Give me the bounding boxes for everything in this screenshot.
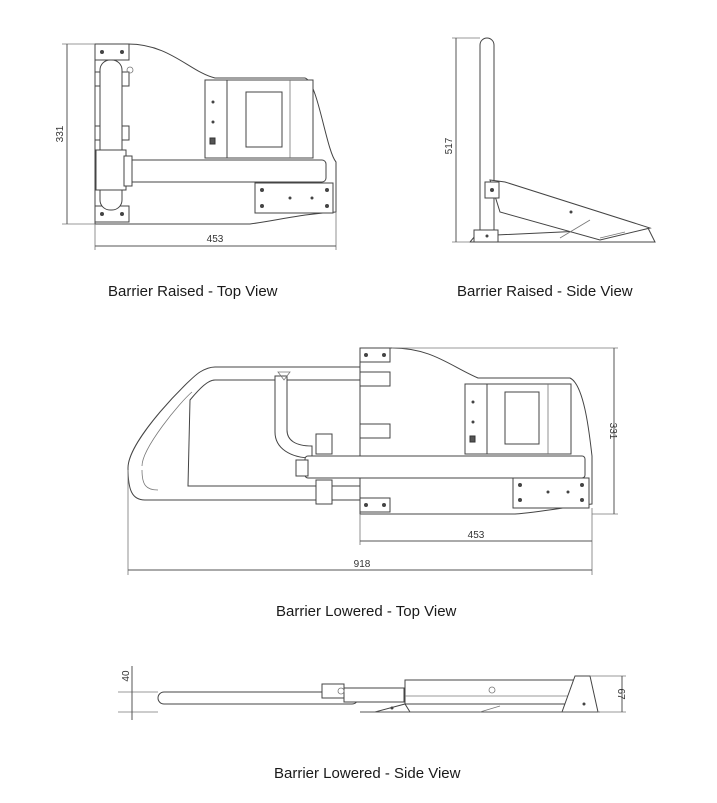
raised-top-height-dim: 331 bbox=[55, 125, 66, 142]
lowered-top-total-dim: 918 bbox=[354, 559, 371, 570]
lowered-top-flange bbox=[359, 423, 391, 439]
lowered-top-unit-side bbox=[464, 383, 488, 455]
lowered-top-swing-arm bbox=[274, 375, 313, 459]
lowered-top-hinge-block bbox=[315, 479, 333, 505]
raised-side-view: 517 bbox=[444, 37, 656, 243]
raised-top-unit-side bbox=[204, 79, 228, 159]
lowered-top-flange bbox=[359, 497, 391, 513]
lowered-top-view: 331 453 918 bbox=[127, 347, 618, 575]
lowered-side-hinge-arm bbox=[343, 687, 405, 703]
lowered-top-base-dim: 453 bbox=[468, 530, 485, 541]
lowered-top-foot-plate bbox=[512, 477, 590, 509]
raised-top-hinge bbox=[95, 149, 127, 191]
raised-top-length-dim: 453 bbox=[207, 234, 224, 245]
lowered-side-view: 40 67 bbox=[118, 666, 626, 720]
raised-top-caption: Barrier Raised - Top View bbox=[108, 283, 278, 300]
raised-side-body bbox=[489, 179, 652, 241]
raised-top-foot-plate bbox=[254, 182, 334, 214]
lowered-top-flange bbox=[359, 347, 391, 363]
lowered-top-hinge-block bbox=[315, 433, 333, 455]
raised-side-post bbox=[479, 37, 495, 239]
raised-side-caption: Barrier Raised - Side View bbox=[457, 283, 633, 300]
lowered-top-boom bbox=[304, 455, 586, 479]
lowered-top-caption: Barrier Lowered - Top View bbox=[276, 603, 457, 620]
lowered-top-height-dim: 331 bbox=[607, 423, 618, 440]
lowered-side-arm-dim: 40 bbox=[121, 670, 132, 682]
raised-side-height-dim: 517 bbox=[444, 137, 455, 154]
lowered-side-base-dim: 67 bbox=[615, 688, 626, 700]
lowered-top-arm-frame bbox=[127, 366, 361, 501]
lowered-top-flange bbox=[359, 371, 391, 387]
lowered-side-hinge bbox=[321, 683, 345, 699]
raised-top-hinge-collar bbox=[123, 155, 133, 187]
lowered-side-caption: Barrier Lowered - Side View bbox=[274, 765, 461, 782]
lowered-top-unit-panel bbox=[504, 391, 540, 445]
raised-top-unit-panel bbox=[245, 91, 283, 148]
lowered-top-hinge-cap bbox=[295, 459, 309, 477]
raised-top-view: 331 453 bbox=[55, 43, 337, 250]
raised-top-boom bbox=[111, 159, 327, 183]
